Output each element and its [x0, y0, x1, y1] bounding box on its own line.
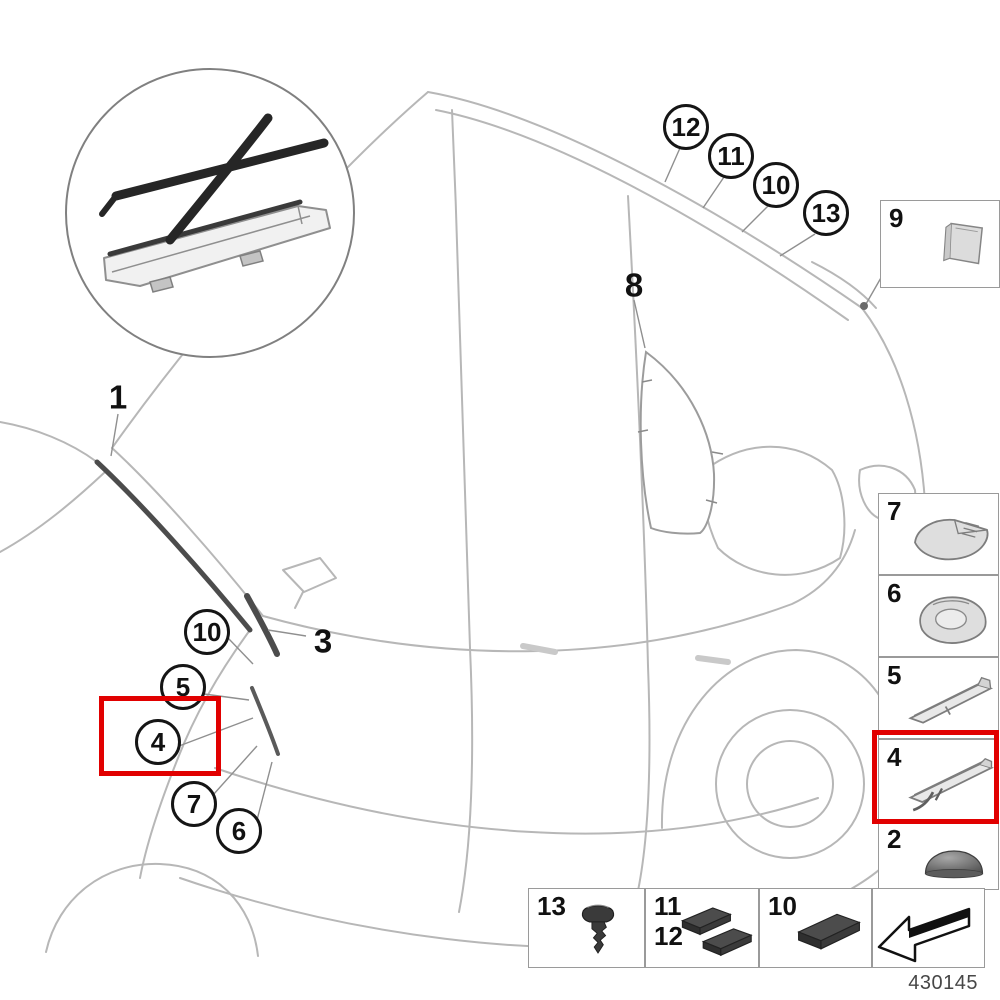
callout-circle-7: 7 — [171, 781, 217, 827]
callout-circle-5: 5 — [160, 664, 206, 710]
trim-strip-clip-icon — [908, 757, 994, 812]
part-box-9: 9 — [880, 200, 1000, 288]
part-box-7-label: 7 — [887, 496, 902, 526]
screw-point — [860, 302, 868, 310]
part-box-11-label: 11 — [654, 891, 682, 921]
callout-circle-4-highlighted: 4 — [135, 719, 181, 765]
callout-circle-12: 12 — [663, 104, 709, 150]
callout-circle-10-pillar: 10 — [184, 609, 230, 655]
part-box-11-12-labels: 11 12 — [654, 891, 683, 952]
part-box-2: 2 — [878, 821, 999, 890]
foam-pads-icon — [680, 907, 753, 957]
end-cap-icon — [914, 518, 989, 561]
trim-strip-icon — [908, 676, 994, 724]
cover-cap-icon — [919, 596, 987, 644]
part-box-9-label: 9 — [889, 203, 904, 233]
inset-detail-circle — [65, 68, 355, 358]
dome-cap-icon — [924, 850, 984, 879]
part-box-7: 7 — [878, 493, 999, 575]
callout-label-3: 3 — [313, 622, 333, 660]
finisher-gasket-icon — [943, 222, 984, 265]
part-box-10-label: 10 — [768, 891, 797, 921]
callout-circle-10-roof: 10 — [753, 162, 799, 208]
part-box-13: 13 — [528, 888, 645, 968]
part-box-11-12: 11 12 — [645, 888, 759, 968]
part-box-4-highlighted: 4 — [878, 739, 999, 821]
windshield-molding — [94, 459, 280, 756]
callout-circle-11: 11 — [708, 133, 754, 179]
part-box-10: 10 — [759, 888, 872, 968]
part-box-2-label: 2 — [887, 824, 902, 854]
part-box-6-label: 6 — [887, 578, 902, 608]
highlight-box-part-4 — [872, 730, 999, 824]
callout-circle-6: 6 — [216, 808, 262, 854]
part-box-4-label: 4 — [887, 742, 902, 772]
screw-icon — [581, 904, 615, 954]
callout-circle-13: 13 — [803, 190, 849, 236]
part-box-13-label: 13 — [537, 891, 566, 921]
callout-label-1: 1 — [108, 378, 128, 416]
direction-arrow-icon — [877, 907, 971, 963]
highlight-box-callout-4 — [99, 696, 221, 776]
callout-label-8: 8 — [624, 266, 644, 304]
part-box-12-label: 12 — [654, 920, 683, 951]
part-box-6: 6 — [878, 575, 999, 657]
part-box-5: 5 — [878, 657, 999, 739]
diagram-number: 430145 — [908, 972, 978, 994]
quarter-window-glass — [637, 350, 724, 535]
foam-pad-icon — [797, 913, 861, 950]
part-box-direction-arrow — [872, 888, 985, 968]
part-box-5-label: 5 — [887, 660, 902, 690]
